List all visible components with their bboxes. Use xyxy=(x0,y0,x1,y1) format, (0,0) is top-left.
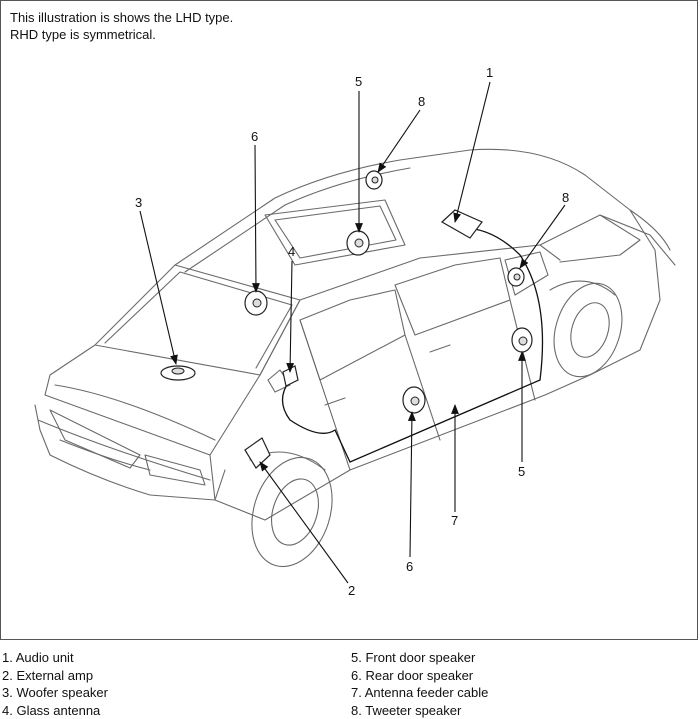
legend-item: 5. Front door speaker xyxy=(351,649,488,667)
rear-door-speaker-top xyxy=(245,291,267,315)
callout-3: 3 xyxy=(135,195,142,210)
legend-right-column: 5. Front door speaker 6. Rear door speak… xyxy=(351,649,488,719)
woofer-speaker xyxy=(161,366,195,380)
callout-7: 7 xyxy=(451,513,458,528)
tweeter-speaker-right xyxy=(508,268,524,286)
callout-4: 4 xyxy=(288,244,295,259)
callout-8-right: 8 xyxy=(562,190,569,205)
callout-8-top: 8 xyxy=(418,94,425,109)
front-door-speaker-right xyxy=(512,328,532,352)
legend-item: 6. Rear door speaker xyxy=(351,667,488,685)
legend-item: 3. Woofer speaker xyxy=(2,684,108,702)
legend-item: 4. Glass antenna xyxy=(2,702,108,719)
callout-5-right: 5 xyxy=(518,464,525,479)
callout-2: 2 xyxy=(348,583,355,598)
callout-6-bottom: 6 xyxy=(406,559,413,574)
external-amp xyxy=(245,438,270,468)
callout-6-top: 6 xyxy=(251,129,258,144)
car-audio-diagram: 1 2 3 4 5 5 6 6 7 8 8 xyxy=(0,0,700,640)
rear-door-speaker-bottom xyxy=(403,387,425,413)
tweeter-speaker-top xyxy=(366,171,382,189)
legend-item: 7. Antenna feeder cable xyxy=(351,684,488,702)
legend-item: 8. Tweeter speaker xyxy=(351,702,488,719)
legend-item: 2. External amp xyxy=(2,667,108,685)
leader-lines xyxy=(140,82,565,583)
antenna-feeder-cable xyxy=(283,228,543,462)
audio-unit xyxy=(442,210,482,238)
car-outline xyxy=(35,149,675,577)
callout-5-top: 5 xyxy=(355,74,362,89)
legend-left-column: 1. Audio unit 2. External amp 3. Woofer … xyxy=(2,649,108,719)
front-door-speaker-top xyxy=(347,231,369,255)
legend-item: 1. Audio unit xyxy=(2,649,108,667)
callout-1: 1 xyxy=(486,65,493,80)
